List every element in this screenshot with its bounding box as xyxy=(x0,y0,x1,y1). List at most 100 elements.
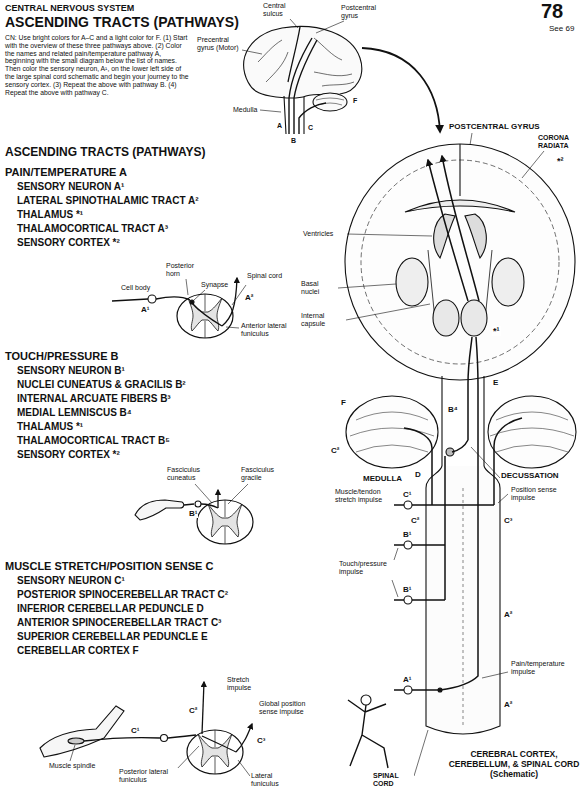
position-tract xyxy=(236,724,252,752)
running-head: CENTRAL NERVOUS SYSTEM xyxy=(4,3,135,13)
cord-section xyxy=(177,294,233,338)
callout-label: Posterior lateral funiculus xyxy=(118,768,184,784)
cell-body xyxy=(404,541,412,549)
pathway-letter: C¹ xyxy=(130,726,140,735)
leader-lines xyxy=(392,447,508,776)
ascending-tract xyxy=(217,490,218,508)
structure-label: MEDULLA xyxy=(362,474,403,483)
longitudinal-fissure xyxy=(459,144,460,196)
pathway-letter: C² xyxy=(410,516,420,525)
cerebellum-and-cord xyxy=(346,156,576,776)
leader-lines xyxy=(338,133,544,320)
cell-body xyxy=(404,596,412,604)
cell-body xyxy=(404,501,412,509)
list-item: ANTERIOR SPINOCEREBELLAR TRACT C³ xyxy=(16,617,222,629)
muscle-spindle xyxy=(68,738,84,744)
pathway-letter: A² xyxy=(244,293,254,302)
overview-arrow xyxy=(362,48,440,132)
cerebrum-coronal-section xyxy=(338,133,575,380)
thalamocortical-tract xyxy=(442,156,479,301)
structure-label: Precentral gyrus (Motor) xyxy=(196,36,242,52)
pathway-letter: B¹ xyxy=(402,585,412,594)
crossing-fiber xyxy=(202,736,236,752)
impulse-label: Touch/pressure impulse xyxy=(338,560,398,576)
structure-label: Ventricles xyxy=(302,230,334,238)
cell-body xyxy=(148,295,156,303)
pathway-c xyxy=(299,103,326,134)
cell-body xyxy=(161,735,168,742)
list-item: THALAMOCORTICAL TRACT B⁵ xyxy=(16,435,171,447)
pathway-heading: MUSCLE STRETCH/POSITION SENSE C xyxy=(4,560,214,573)
structure-label: Medulla xyxy=(232,106,259,114)
callout-label: Muscle spindle xyxy=(48,762,96,770)
cell-body xyxy=(195,501,201,507)
sensory-neuron xyxy=(84,735,196,741)
leader-lines xyxy=(186,279,246,328)
structure-label: CORONA RADIATA xyxy=(537,134,581,150)
pathway-letter: C³ xyxy=(503,516,513,525)
list-item: THALAMUS *¹ xyxy=(16,209,84,221)
callout-label: Anterior lateral funiculus xyxy=(240,322,298,338)
list-item: THALAMUS *¹ xyxy=(16,421,84,433)
pathway-letter: B xyxy=(290,137,297,145)
crossing-fiber xyxy=(192,303,222,326)
structure-label: Postcentral gyrus xyxy=(340,4,387,20)
cerebrum-outline xyxy=(244,26,362,97)
callout-label: Stretch impulse xyxy=(226,676,268,692)
callout-label: Fasciculus cuneatus xyxy=(166,466,216,482)
list-item: CEREBELLAR CORTEX F xyxy=(16,645,140,657)
pathway-b xyxy=(412,337,472,600)
basal-nucleus xyxy=(492,258,524,306)
pathway-b xyxy=(294,40,317,134)
callout-label: Cell body xyxy=(120,284,151,292)
basal-nucleus xyxy=(396,258,428,306)
asterisk-mark: *² xyxy=(556,156,565,166)
pathway-letter: C xyxy=(307,124,314,132)
pathway-letter: B¹ xyxy=(188,509,198,518)
callout-label: Global position sense impulse xyxy=(258,700,322,716)
impulse-label: Position sense impulse xyxy=(510,486,568,502)
pathway-letter: A xyxy=(276,122,283,130)
list-item: LATERAL SPINOTHALAMIC TRACT A² xyxy=(16,195,199,207)
structure-label: Basal nuclei xyxy=(300,280,338,296)
structure-label: Internal capsule xyxy=(300,312,346,328)
pathway-a xyxy=(289,38,312,134)
cerebellar-hemisphere xyxy=(488,396,576,468)
structure-label: DECUSSATION xyxy=(500,471,560,480)
page-number: 78 xyxy=(540,0,564,23)
callout-label: Lateral funiculus xyxy=(250,772,302,788)
leader-lines xyxy=(242,19,344,112)
callout-label: Posterior horn xyxy=(165,262,207,278)
list-item: NUCLEI CUNEATUS & GRACILIS B² xyxy=(16,379,187,391)
impulse-label: Muscle/tendon stretch impulse xyxy=(334,488,392,504)
pain-section-diagram xyxy=(112,278,246,338)
asterisk-mark: *¹ xyxy=(492,326,501,336)
instructions: CN: Use bright colors for A–C and a ligh… xyxy=(4,34,191,97)
ventricles xyxy=(434,214,487,258)
list-item: SENSORY NEURON C¹ xyxy=(16,575,126,587)
pathway-c xyxy=(404,418,522,505)
list-item: INFERIOR CEREBELLAR PEDUNCLE D xyxy=(16,603,205,615)
callout-label: Fasciculus gracile xyxy=(240,466,290,482)
pathway-letter: E xyxy=(492,378,499,387)
leader-lines xyxy=(195,484,248,504)
pathway-letter: F xyxy=(340,398,347,407)
pathway-heading: TOUCH/PRESSURE B xyxy=(4,350,119,363)
dancer-figure xyxy=(348,700,388,768)
pathway-letter: B⁴ xyxy=(447,405,459,414)
central-sulcus xyxy=(288,27,300,82)
impulse-label: Pain/temperature impulse xyxy=(510,660,576,676)
pathway-a xyxy=(412,337,478,690)
cord-section xyxy=(197,500,253,544)
list-item: MEDIAL LEMNISCUS B⁴ xyxy=(16,407,133,419)
synapse xyxy=(438,688,442,692)
list-item: INTERNAL ARCUATE FIBERS B³ xyxy=(16,393,172,405)
central-canal xyxy=(463,488,464,728)
structure-label: POSTCENTRAL GYRUS xyxy=(448,122,541,131)
structure-label: SPINAL CORD xyxy=(372,772,414,788)
muscle-section-diagram xyxy=(40,682,388,776)
thalamus xyxy=(433,300,459,336)
callout-label: Spinal cord xyxy=(246,272,286,280)
pathway-letter: D xyxy=(414,470,422,479)
